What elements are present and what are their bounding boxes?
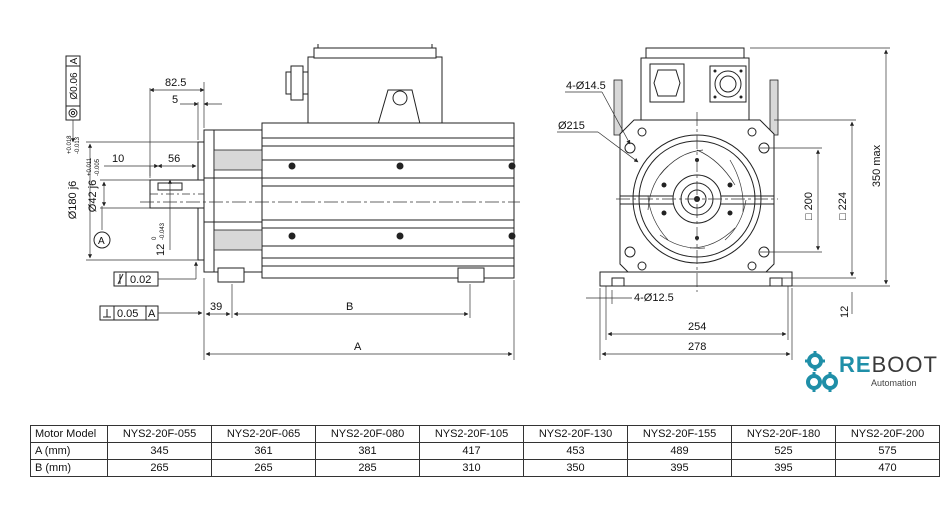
- dim-12-tol-dn: -0.043: [160, 222, 166, 240]
- table-header-row: Motor Model NYS2-20F-055 NYS2-20F-065 NY…: [30, 425, 940, 443]
- dim-82-5: 82.5: [165, 77, 186, 89]
- dim-56: 56: [168, 153, 180, 165]
- logo-subtitle: Automation: [871, 378, 917, 388]
- dim-5: 5: [172, 94, 178, 106]
- table-header-cell: NYS2-20F-180: [731, 425, 836, 443]
- dim-dia-180: Ø180 j6: [67, 181, 79, 220]
- logo-brand: REBOOT: [839, 352, 938, 377]
- table-header-cell: NYS2-20F-130: [523, 425, 628, 443]
- dim-dia-42: Ø42 j6: [87, 180, 99, 212]
- motor-housing: [261, 122, 515, 279]
- reboot-logo: REBOOT Automation: [805, 350, 938, 398]
- table-header-cell: NYS2-20F-155: [627, 425, 732, 443]
- dim-12-front: 12: [839, 306, 851, 318]
- table-cell: 350: [523, 459, 628, 477]
- dim-A: A: [354, 341, 362, 353]
- dim-10: 10: [112, 153, 124, 165]
- table-header-cell: NYS2-20F-080: [315, 425, 420, 443]
- table-cell: 575: [835, 442, 940, 460]
- svg-text:A: A: [148, 308, 156, 320]
- foot-front: [217, 267, 245, 283]
- table-cell: 489: [627, 442, 732, 460]
- table-header-cell: NYS2-20F-200: [835, 425, 940, 443]
- dim-12: 12: [155, 244, 167, 256]
- dim-B: B: [346, 301, 353, 313]
- gear-logo-icon: [805, 351, 838, 392]
- motor-dimension-drawing: 82.5 5 10 56 Ø180 j6 +0.018 -0.013 Ø42 j…: [65, 44, 890, 360]
- flatness-frame: 0.02: [113, 261, 199, 287]
- dim-4-dia-12-5: 4-Ø12.5: [634, 292, 674, 304]
- runout-frame: Ø0.06 A: [65, 55, 81, 143]
- dim-dia-180-tol-dn: -0.013: [75, 136, 81, 154]
- dimension-table: Motor Model NYS2-20F-055 NYS2-20F-065 NY…: [30, 425, 940, 477]
- dim-12-tol-up: 0: [152, 236, 158, 240]
- datum-label: A: [98, 236, 105, 247]
- table-cell: 285: [315, 459, 420, 477]
- table-cell: 265: [211, 459, 316, 477]
- table-cell: 381: [315, 442, 420, 460]
- front-view: 4-Ø14.5 Ø215 □ 200 □ 224 350 max 12 4-Ø1…: [557, 47, 890, 360]
- svg-text:A: A: [69, 57, 80, 64]
- row-label: B (mm): [30, 459, 108, 477]
- dim-254: 254: [688, 321, 706, 333]
- table-cell: 453: [523, 442, 628, 460]
- table-row: A (mm) 345 361 381 417 453 489 525 575: [30, 442, 940, 460]
- svg-text:Ø0.06: Ø0.06: [69, 72, 80, 100]
- dim-dia-215: Ø215: [558, 120, 585, 132]
- side-view: 82.5 5 10 56 Ø180 j6 +0.018 -0.013 Ø42 j…: [65, 44, 520, 360]
- table-cell: 345: [107, 442, 212, 460]
- row-label: A (mm): [30, 442, 108, 460]
- table-row: B (mm) 265 265 285 310 350 395 395 470: [30, 459, 940, 477]
- perpendicularity-frame: 0.05 A: [99, 305, 203, 321]
- dim-39: 39: [210, 301, 222, 313]
- table-cell: 395: [627, 459, 732, 477]
- svg-text:0.02: 0.02: [130, 274, 151, 286]
- dim-4-dia-14-5: 4-Ø14.5: [566, 80, 606, 92]
- dim-sq-224: □ 224: [837, 192, 849, 220]
- table-cell: 470: [835, 459, 940, 477]
- table-cell: 265: [107, 459, 212, 477]
- table-header-cell: NYS2-20F-105: [419, 425, 524, 443]
- foot-rear: [457, 267, 485, 283]
- dim-dia-42-tol-up: +0.011: [87, 157, 93, 176]
- dim-dia-42-tol-dn: -0.005: [95, 158, 101, 176]
- table-cell: 310: [419, 459, 524, 477]
- dim-dia-180-tol-up: +0.018: [67, 135, 73, 154]
- table-header-cell: NYS2-20F-065: [211, 425, 316, 443]
- table-cell: 395: [731, 459, 836, 477]
- table-cell: 361: [211, 442, 316, 460]
- table-cell: 525: [731, 442, 836, 460]
- table-header-cell: NYS2-20F-055: [107, 425, 212, 443]
- table-cell: 417: [419, 442, 524, 460]
- terminal-box: [307, 56, 443, 128]
- svg-text:0.05: 0.05: [117, 308, 138, 320]
- dim-278: 278: [688, 341, 706, 353]
- dim-sq-200: □ 200: [803, 192, 815, 220]
- table-header-label: Motor Model: [30, 425, 108, 443]
- base-plate: [599, 271, 793, 287]
- dim-350-max: 350 max: [871, 144, 883, 187]
